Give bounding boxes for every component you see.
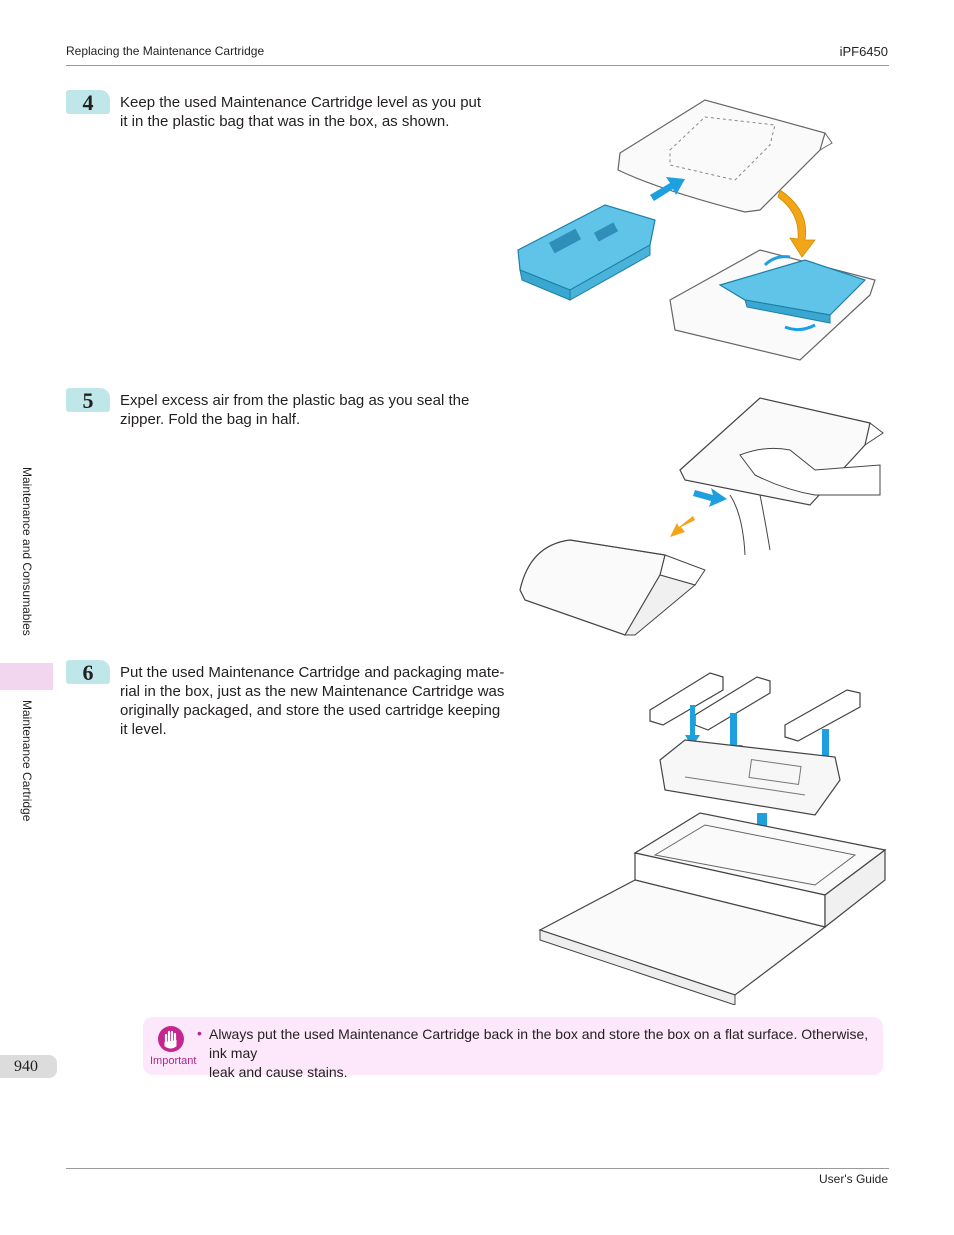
arrow-seal (693, 488, 727, 507)
arrow-down-orange (777, 189, 816, 258)
step-6-line-2: rial in the box, just as the new Mainten… (120, 683, 505, 700)
step-5-line-2: zipper. Fold the bag in half. (120, 411, 301, 428)
step-6-line-1: Put the used Maintenance Cartridge and p… (120, 664, 505, 681)
step-4-line-1: Keep the used Maintenance Cartridge leve… (120, 94, 482, 111)
step-5-illustration (519, 397, 884, 636)
sidebar-chapter[interactable]: Maintenance and Consumables (20, 467, 34, 636)
step-6-line-3: originally packaged, and store the used … (120, 702, 501, 719)
step-6-illustration (538, 672, 887, 1005)
important-line-2: leak and cause stains. (209, 1064, 348, 1080)
header-model: iPF6450 (839, 44, 888, 59)
header-section-title: Replacing the Maintenance Cartridge (66, 44, 265, 58)
packing-piece-3 (784, 689, 861, 742)
step-4-line-2: it in the plastic bag that was in the bo… (120, 113, 450, 130)
step-6-badge: 6 (66, 660, 110, 685)
step-4-text: Keep the used Maintenance Cartridge leve… (120, 93, 481, 131)
sidebar-current-tab (0, 663, 53, 690)
step-5-text: Expel excess air from the plastic bag as… (120, 391, 469, 429)
stop-hand-icon (158, 1026, 184, 1052)
important-note: Important • Always put the used Maintena… (143, 1017, 883, 1080)
hand-pressing (739, 447, 881, 496)
step-4-badge: 4 (66, 90, 110, 115)
step-5-badge: 5 (66, 388, 110, 413)
sidebar-section[interactable]: Maintenance Cartridge (20, 700, 34, 822)
cartridge-in-bag (718, 259, 867, 316)
footer-guide-title: User's Guide (819, 1172, 888, 1186)
header-rule (66, 65, 889, 66)
step-6-text: Put the used Maintenance Cartridge and p… (120, 663, 504, 739)
packing-piece-1 (649, 672, 724, 726)
arrow-into-bag (650, 177, 685, 201)
step-5-line-1: Expel excess air from the plastic bag as… (120, 392, 470, 409)
step-4-illustration (517, 99, 876, 361)
arrow-down-1 (685, 705, 700, 747)
page-number: 940 (0, 1055, 57, 1078)
step-6-line-4: it level. (120, 721, 167, 738)
footer-rule (66, 1168, 889, 1169)
box-side (824, 848, 886, 929)
arrow-fold (670, 516, 695, 537)
important-bullet: • (197, 1025, 202, 1041)
plastic-bag-upper (617, 99, 826, 213)
important-label: Important (150, 1055, 197, 1067)
important-text: Always put the used Maintenance Cartridg… (209, 1025, 879, 1082)
important-line-1: Always put the used Maintenance Cartridg… (209, 1026, 869, 1061)
